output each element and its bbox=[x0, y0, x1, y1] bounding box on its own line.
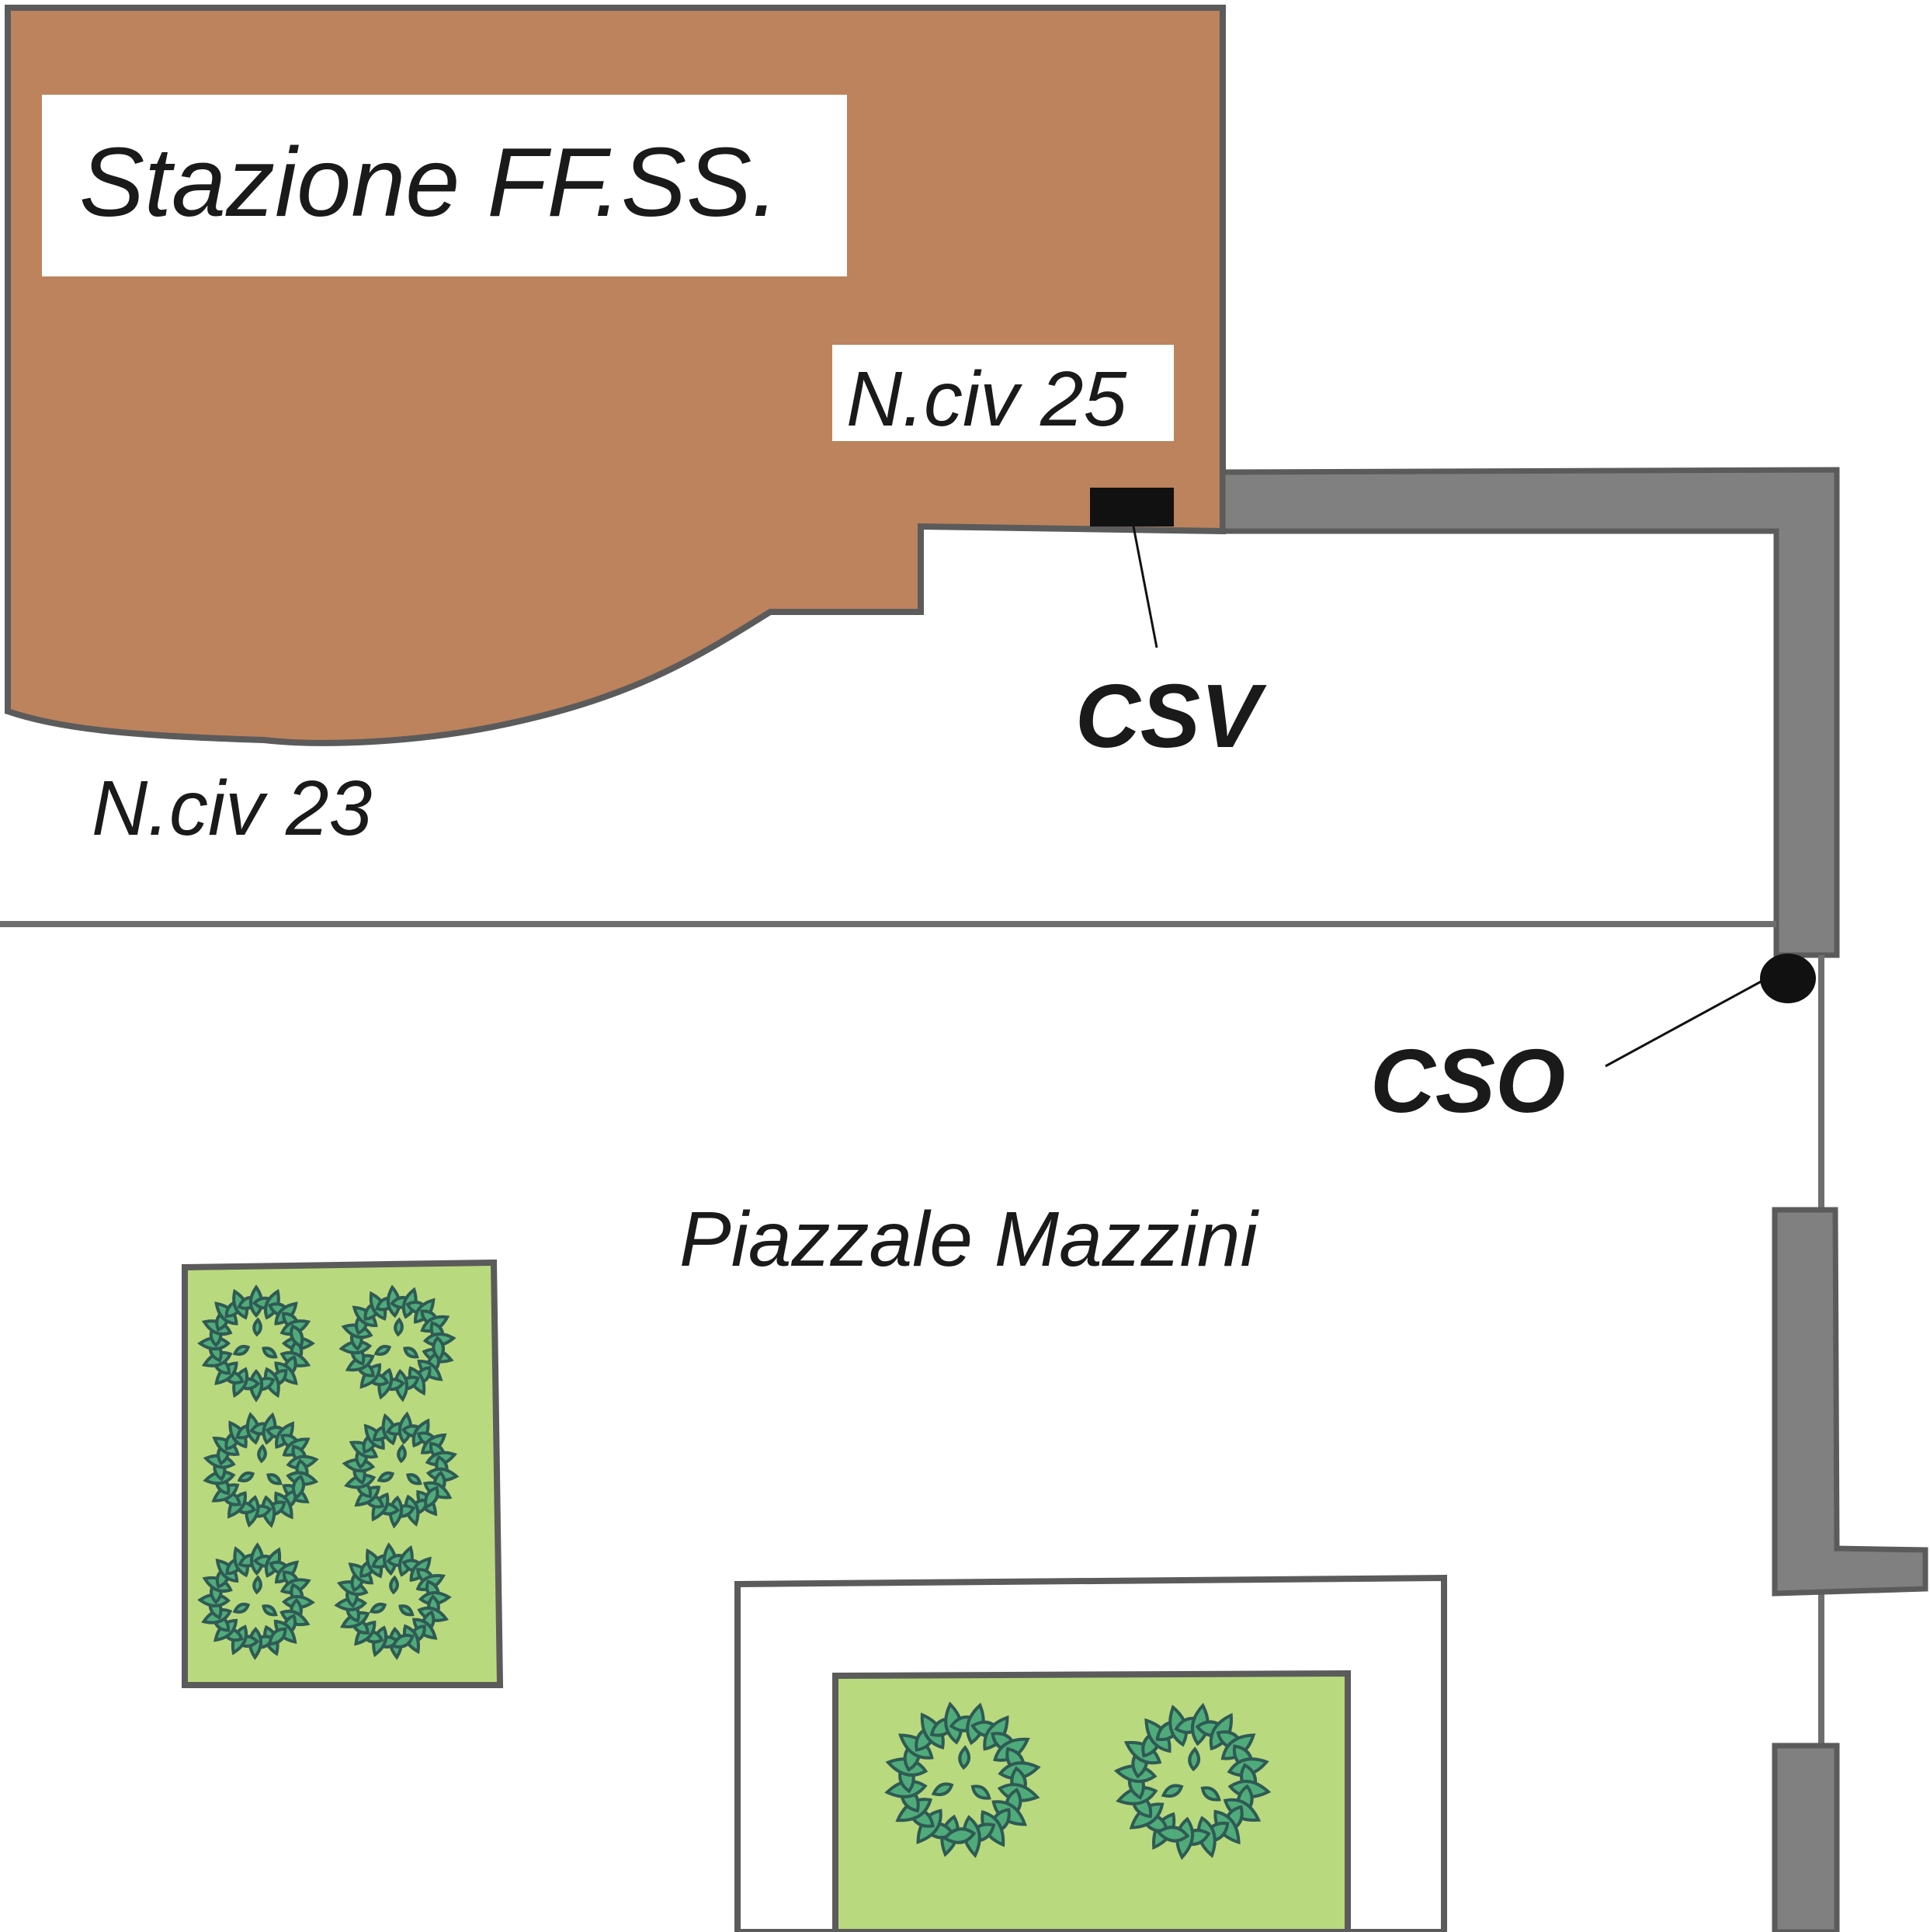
tree-icon bbox=[884, 1701, 1041, 1858]
tree-leaf bbox=[237, 1471, 255, 1482]
tree-leaf bbox=[373, 1344, 392, 1356]
tree-leaf bbox=[290, 1324, 304, 1349]
tree-icon bbox=[203, 1412, 319, 1528]
square-name: Piazzale Mazzini bbox=[679, 1196, 1260, 1283]
cso-label: CSO bbox=[1370, 1030, 1565, 1131]
tree-leaf bbox=[1161, 1784, 1184, 1798]
tree-leaf bbox=[424, 1485, 439, 1510]
tree-leaf bbox=[391, 1633, 415, 1649]
tree-leaf bbox=[252, 1575, 262, 1595]
tree-leaf bbox=[406, 1473, 422, 1485]
tree-leaf bbox=[403, 1346, 419, 1359]
trees bbox=[197, 1284, 1272, 1861]
tree-leaf bbox=[942, 1827, 977, 1844]
tree-icon bbox=[197, 1542, 315, 1660]
tree-leaf bbox=[389, 1575, 399, 1595]
tree-leaf bbox=[970, 1784, 991, 1800]
tree-leaf bbox=[394, 1317, 404, 1337]
csv-marker bbox=[1090, 488, 1174, 526]
csv-leader-line bbox=[1132, 526, 1158, 648]
tree-leaf bbox=[268, 1627, 287, 1646]
tree-leaf bbox=[369, 1602, 387, 1614]
tree-leaf bbox=[266, 1473, 283, 1485]
boundary-wall-north bbox=[1220, 467, 1840, 958]
tree-leaf bbox=[232, 1602, 251, 1614]
boundary-wall-south bbox=[1772, 1743, 1840, 1932]
tree-leaf bbox=[432, 1336, 445, 1362]
tree-leaf bbox=[1155, 1826, 1190, 1843]
tree-icon bbox=[338, 1284, 456, 1402]
house-number-23: N.civ 23 bbox=[92, 765, 372, 852]
tree-leaf bbox=[262, 1346, 278, 1359]
tree-leaf bbox=[397, 1444, 407, 1464]
csv-label: CSV bbox=[1075, 665, 1267, 766]
tree-leaf bbox=[958, 1745, 971, 1770]
station-name-text: Stazione FF.SS. bbox=[79, 127, 779, 237]
boundary-wall-east bbox=[1772, 1207, 1928, 1597]
tree-icon bbox=[334, 1542, 452, 1660]
tree-icon bbox=[1113, 1702, 1272, 1861]
tree-leaf bbox=[398, 1604, 415, 1617]
tree-icon bbox=[197, 1284, 315, 1402]
tree-leaf bbox=[291, 1474, 305, 1500]
tree-icon bbox=[342, 1411, 460, 1529]
cso-leader-line bbox=[1605, 978, 1765, 1068]
house-number-25-text: N.civ 25 bbox=[846, 356, 1127, 443]
tree-leaf bbox=[252, 1317, 262, 1337]
tree-leaf bbox=[377, 1471, 395, 1482]
tree-leaf bbox=[232, 1344, 251, 1356]
station-name-label: Stazione FF.SS. bbox=[42, 95, 847, 276]
tree-leaf bbox=[1188, 1746, 1201, 1772]
house-number-25: N.civ 25 bbox=[832, 345, 1174, 443]
tree-leaf bbox=[257, 1444, 267, 1464]
tree-leaf bbox=[262, 1604, 278, 1617]
cso-marker bbox=[1760, 954, 1816, 1003]
tree-leaf bbox=[1200, 1786, 1221, 1802]
tree-leaf bbox=[931, 1782, 954, 1796]
